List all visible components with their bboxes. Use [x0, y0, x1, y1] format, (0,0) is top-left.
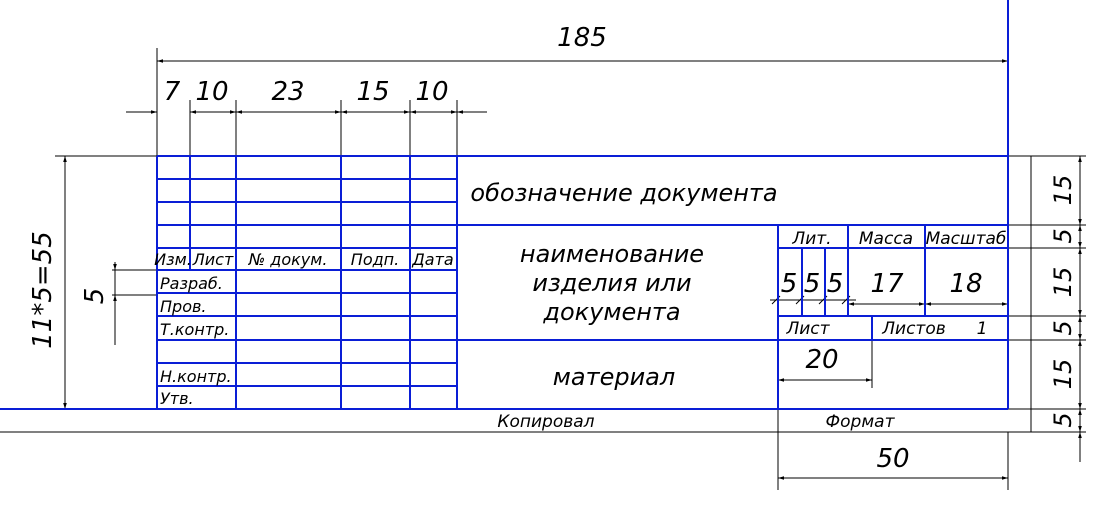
dim-overall-height: 11*5=55: [28, 231, 58, 349]
header-list: Лист: [192, 250, 234, 269]
header-izm: Изм.: [154, 250, 192, 269]
dim-right-block-width: 50: [876, 444, 909, 474]
table-header: Изм. Лист № докум. Подп. Дата: [154, 250, 454, 269]
sheets-label: Листов: [881, 319, 946, 339]
dim-right-row-1: 15: [1049, 175, 1077, 206]
header-podp: Подп.: [351, 250, 399, 269]
dim-col-izm: 7: [164, 77, 181, 107]
dim-col-docum: 23: [271, 77, 304, 107]
main-fields: обозначение документа наименование издел…: [470, 179, 1006, 432]
role-razrab: Разраб.: [160, 274, 223, 293]
dim-right-row-2: 5: [1049, 228, 1077, 243]
designation-label: обозначение документа: [470, 179, 777, 207]
role-prov: Пров.: [160, 297, 207, 316]
sheet-label: Лист: [785, 319, 830, 339]
dim-lit-cell-3: 5: [827, 269, 844, 299]
role-utv: Утв.: [160, 389, 194, 408]
material-label: материал: [553, 363, 675, 391]
name-line-1: наименование: [520, 240, 704, 268]
role-labels: Разраб. Пров. Т.контр. Н.контр. Утв.: [160, 274, 232, 408]
header-data: Дата: [411, 250, 453, 269]
lit-label: Лит.: [791, 229, 831, 249]
dim-col-list: 10: [195, 77, 228, 107]
dim-right-row-5: 15: [1049, 359, 1077, 390]
dim-col-podp: 15: [356, 77, 389, 107]
extension-lines: [0, 48, 1086, 490]
name-line-2: изделия или: [532, 269, 691, 297]
dim-list-width: 20: [805, 345, 838, 375]
name-line-3: документа: [542, 298, 680, 326]
title-block-frame: [0, 0, 1009, 410]
mass-label: Масса: [859, 229, 913, 249]
header-docum: № докум.: [248, 250, 328, 269]
dim-col-data: 10: [415, 77, 448, 107]
scale-label: Масштаб: [926, 229, 1007, 249]
dim-overall-width: 185: [557, 23, 607, 53]
copied-label: Копировал: [497, 412, 594, 432]
dim-lit-cell-1: 5: [781, 269, 798, 299]
dim-right-row-4: 5: [1049, 320, 1077, 335]
role-tkontr: Т.контр.: [160, 320, 229, 339]
role-nkontr: Н.контр.: [160, 367, 232, 386]
dim-lit-cell-2: 5: [804, 269, 821, 299]
format-label: Формат: [826, 412, 896, 432]
dim-mass-width: 17: [870, 269, 904, 299]
dim-scale-width: 18: [949, 269, 982, 299]
dim-row-height: 5: [80, 288, 110, 305]
dimension-texts: 185 7 10 23 15 10 11*5=55 5 15 5 15 5 15…: [28, 23, 1077, 474]
sheets-count: 1: [977, 319, 988, 339]
dim-right-row-3: 15: [1049, 267, 1077, 298]
dim-right-row-6: 5: [1049, 412, 1077, 427]
